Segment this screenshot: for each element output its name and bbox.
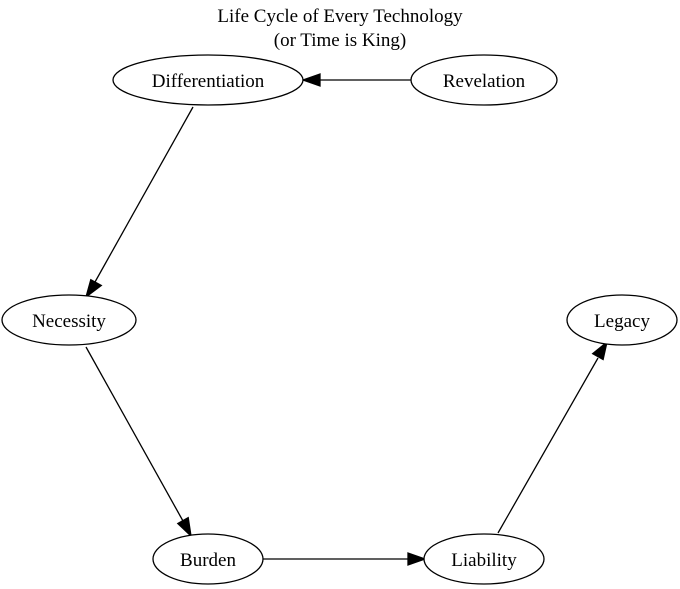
- diagram-title-line-1: Life Cycle of Every Technology: [217, 6, 463, 27]
- node-revelation: Revelation: [410, 54, 558, 106]
- node-necessity: Necessity: [1, 294, 137, 346]
- node-differentiation: Differentiation: [112, 54, 304, 106]
- node-differentiation-label: Differentiation: [152, 71, 265, 92]
- edge-differentiation-to-necessity: [84, 106, 194, 299]
- edge-liability-to-legacy: [497, 340, 609, 534]
- node-liability-label: Liability: [451, 550, 517, 571]
- node-burden-label: Burden: [180, 550, 236, 571]
- edge-necessity-to-burden: [85, 346, 192, 538]
- node-revelation-label: Revelation: [443, 71, 526, 92]
- node-liability: Liability: [423, 533, 545, 585]
- node-legacy-label: Legacy: [594, 311, 650, 332]
- edge-revelation-to-differentiation: [301, 73, 411, 87]
- node-burden: Burden: [152, 533, 264, 585]
- node-legacy: Legacy: [566, 294, 678, 346]
- diagram-title-line-2: (or Time is King): [274, 30, 407, 51]
- node-necessity-label: Necessity: [32, 311, 106, 332]
- edge-burden-to-liability: [263, 552, 427, 566]
